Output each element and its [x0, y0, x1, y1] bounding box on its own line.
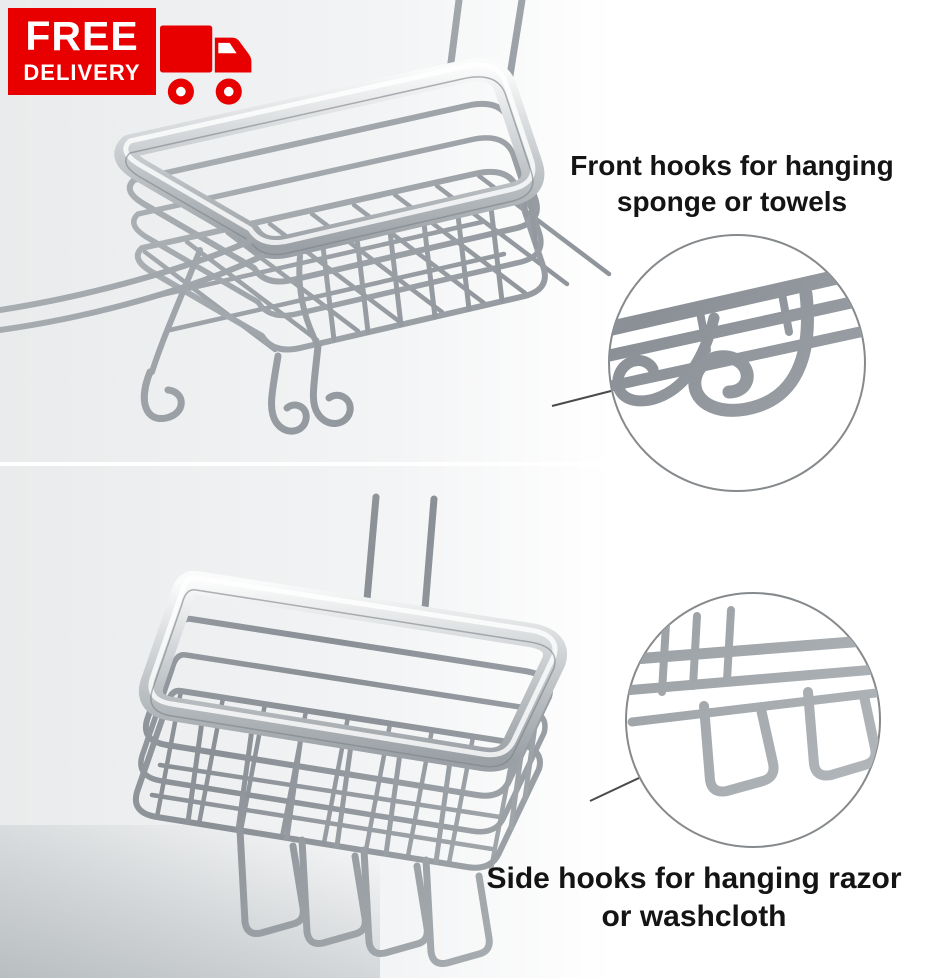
side-hooks-zoom-inset: [625, 592, 881, 848]
side-hooks-caption: Side hooks for hanging razor or washclot…: [460, 860, 928, 937]
front-hooks-caption-line2: sponge or towels: [616, 185, 848, 217]
side-hooks-caption-line1: Side hooks for hanging razor: [486, 862, 902, 895]
side-basket-illustration: [136, 493, 555, 967]
front-zoom-connector-line: [551, 390, 612, 407]
front-hooks-caption: Front hooks for hanging sponge or towels: [538, 148, 926, 220]
front-hooks-zoom-inset: [608, 234, 866, 492]
side-zoom-connector-line: [589, 777, 640, 802]
front-basket-illustration: [0, 0, 612, 435]
front-hooks-caption-line1: Front hooks for hanging: [570, 150, 894, 181]
side-photo-corner-shadow: [0, 825, 380, 978]
free-delivery-badge: FREE DELIVERY: [8, 8, 254, 112]
badge-text-box: FREE DELIVERY: [8, 8, 156, 96]
delivery-truck-icon: [160, 25, 252, 105]
side-hooks-caption-line2: or washcloth: [601, 900, 787, 934]
badge-delivery-text: DELIVERY: [23, 60, 141, 86]
badge-free-text: FREE: [25, 13, 139, 59]
